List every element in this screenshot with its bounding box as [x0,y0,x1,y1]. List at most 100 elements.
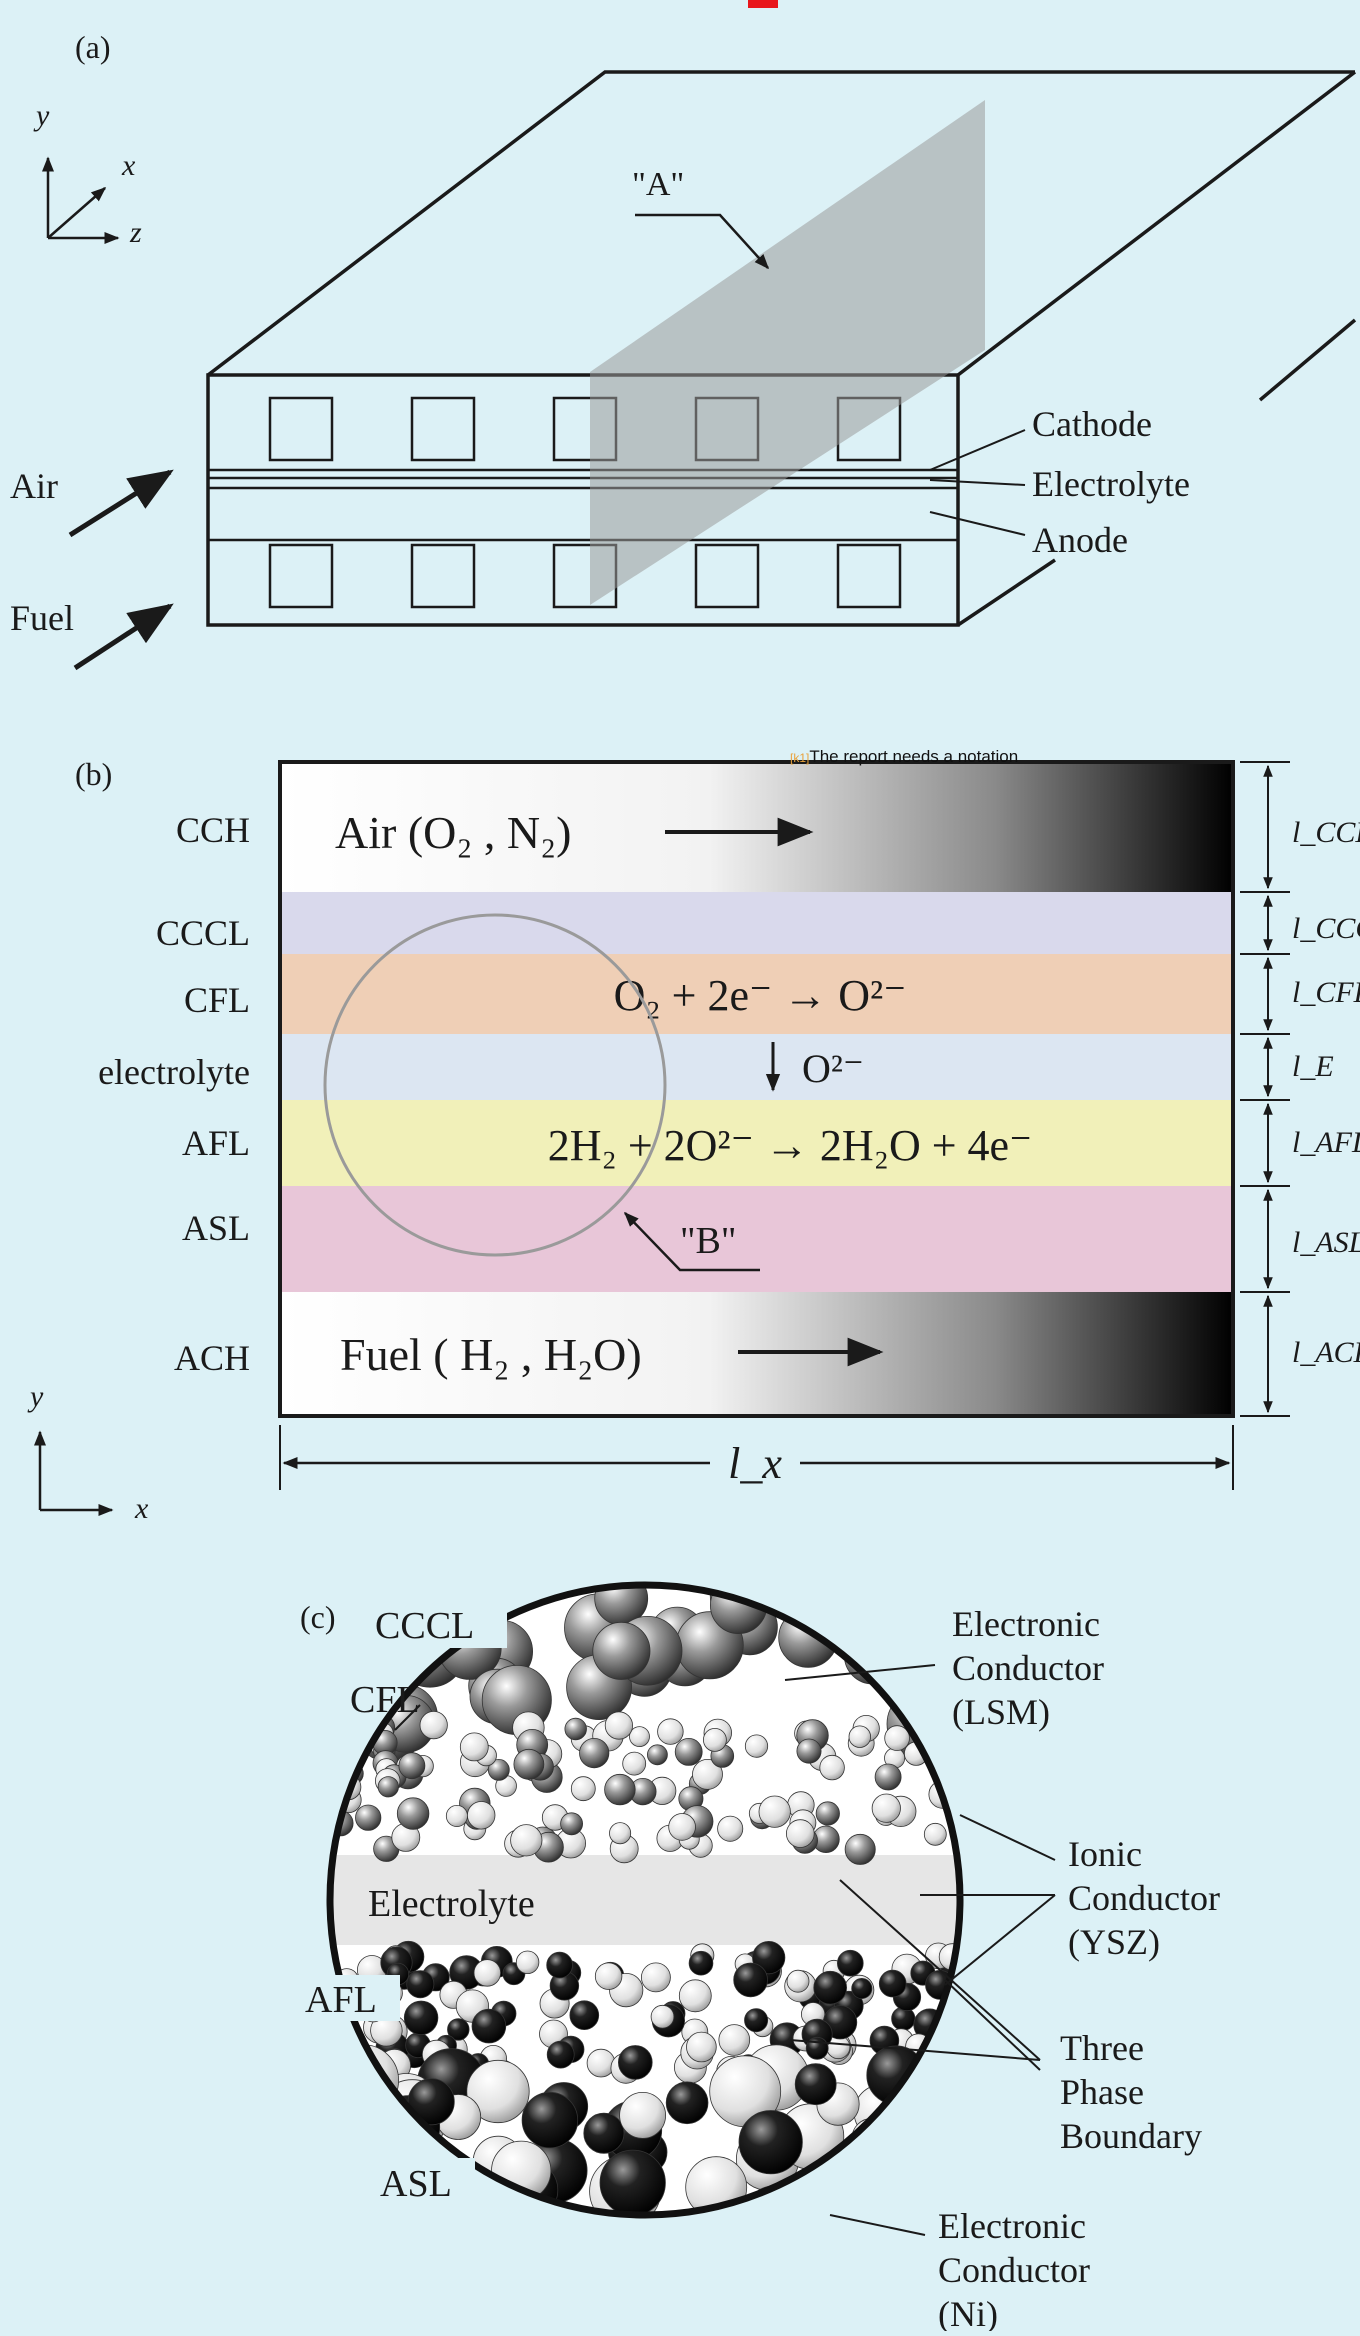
afl-particle [813,1970,847,2005]
fuel-channel [836,543,902,609]
marker-b-arrow [623,1211,760,1272]
cfl-particle [622,1751,647,1776]
cfl-particle [513,1748,545,1780]
layer-label-asl: ASL [182,1208,250,1248]
afl-particle [836,1949,864,1977]
axis-x-label: x [121,149,136,182]
afl-particle [851,1978,873,2000]
cfl-particle [785,1819,815,1848]
thickness-dimensions [1240,761,1290,1417]
tpb-line-1: Three [1060,2028,1144,2068]
c-label-electrolyte: Electrolyte [368,1883,535,1925]
asl-particle [875,2127,934,2186]
cfl-particle [609,1822,632,1845]
lsm-line-2: Conductor [952,1648,1104,1688]
cfl-particle [330,1756,349,1784]
lsm-leader [784,1664,936,1681]
layer-label-cch: CCH [176,810,250,850]
cfl-particle [657,1718,684,1745]
cccl-label-bg [372,1600,507,1648]
fuel-cell-box [206,70,1357,627]
thickness-label-afl: l_AFL [1292,1126,1360,1159]
axis-z-label: z [129,216,142,249]
afl-particle [586,2048,616,2078]
lsm-particle [883,1602,945,1665]
asl-particle [599,2149,666,2215]
asl-particle [792,2191,836,2215]
asl-particle [874,2182,947,2215]
box-bottom-edge [957,558,1056,627]
box-side-edge [1258,318,1357,402]
cfl-particle [796,1738,822,1764]
afl-particle [473,1959,502,1987]
layer-label-afl: AFL [182,1123,250,1163]
tpb-leader-2 [944,1979,1041,2071]
air-inlet-arrow [68,469,174,538]
tpb-leader-3 [789,2039,1041,2061]
cfl-particle [692,1759,723,1790]
cfl-particle [330,1766,345,1797]
lsm-particle [592,1621,651,1680]
afl-particle [330,2040,360,2075]
ysz-line-1: Ionic [1068,1834,1142,1874]
cfl-particle [330,1716,351,1740]
electrolyte-label: Electrolyte [1032,464,1190,504]
cathode-label: Cathode [1032,404,1152,444]
cfl-particle [629,1726,650,1747]
comment-note: [k1]The report needs a notation [790,747,1018,766]
afl-particle [786,1969,810,1993]
ysz-line-2: Conductor [1068,1878,1220,1918]
thickness-label-asl: l_ASL [1292,1226,1360,1259]
cfl-particle [396,1797,430,1830]
asl-particle [789,2183,852,2215]
cfl-particle [377,1776,399,1798]
cfl-particle [445,1805,468,1828]
afl-particle [744,2008,769,2033]
cfl-particle [744,1734,769,1758]
cfl-particle [848,1725,872,1748]
asl-particle [765,2198,813,2215]
cathode-channel-ccH [280,762,1233,892]
tpb-line-3: Boundary [1060,2116,1202,2156]
afl-particle [546,1951,573,1979]
cathode-leader [929,429,1026,471]
layer-callouts [929,429,1026,536]
asl-particle [407,2078,455,2126]
asl-particle [466,2059,530,2124]
layer-label-cccl: CCCL [156,913,250,953]
fuel-channel [410,543,476,609]
cfl-particle [874,1763,902,1791]
cfl-particle [398,1752,426,1780]
layer-label-ach: ACH [174,1338,250,1378]
panel-a-axes [42,156,120,244]
b-axis-y-label: y [27,1380,44,1413]
ni-line-3: (Ni) [938,2294,998,2331]
fuel-inlet-label: Fuel [10,598,74,638]
cfl-particle [884,1725,910,1751]
marker-a-label: "A" [632,166,684,203]
cfl-particle [564,1717,587,1741]
c-label-afl: AFL [305,1979,377,2021]
asl-particle [665,2081,709,2125]
panel-a: (a) y x z [10,29,1357,671]
cfl-particle [668,1813,696,1841]
panel-c-label: (c) [300,1599,336,1635]
air-channel [410,396,476,462]
zoom-circle-b [323,913,667,1257]
cfl-particle [487,1759,510,1781]
thickness-label-e: l_E [1292,1050,1334,1083]
c-label-cfl: CFL [350,1679,420,1721]
cfl-particle [579,1738,610,1769]
asl-particle [851,2117,893,2160]
thickness-label-cccl: l_CCCL [1292,912,1360,945]
box-front-face [206,373,960,627]
afl-particle [471,2008,507,2044]
cfl-particle [604,1711,634,1740]
cfl-particle [330,1735,354,1761]
asl-particle [738,2110,803,2175]
asl-particle [905,2109,960,2181]
cfl-particle [570,1776,596,1802]
ysz-line-3: (YSZ) [1068,1922,1160,1962]
lsm-line-1: Electronic [952,1604,1100,1644]
